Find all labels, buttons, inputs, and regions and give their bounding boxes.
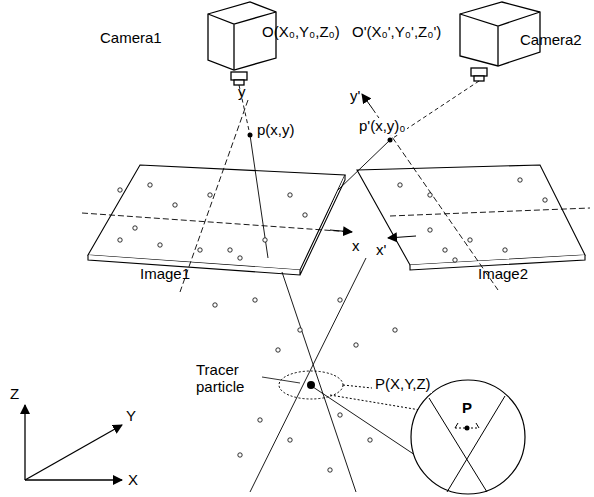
tracer-dot [303,213,307,217]
point-coordinate: p'(x,y)₀ [358,118,407,135]
tracer-dot [148,183,152,187]
tracer-dot [428,193,432,197]
camera-label: Camera1 [100,28,164,47]
particle-p [307,381,315,389]
tracer-leader [262,377,300,383]
tracer-dot [338,298,342,302]
node-label: Image2 [478,266,528,283]
axis-label: y [238,84,246,101]
tracer-dot [368,438,372,442]
tracer-dot [276,348,280,352]
tracer-dot [468,238,472,242]
tracer-dot [398,183,402,187]
x-prime-axis-arrow [388,236,416,238]
tracer-dot [503,248,507,252]
tracer-dot [208,193,212,197]
camera1-body [208,2,276,85]
tracer-dot [453,258,457,262]
tracer-dot [298,328,302,332]
zoom-ellipse [279,371,343,399]
image-point-p [248,133,253,138]
y-prime-axis-arrow [362,94,372,108]
callout-label: Tracer particle [196,362,258,395]
image-point-p-prime [388,138,393,143]
image-plane-label: Image1 [140,264,193,283]
axis-label: x [352,238,360,255]
tracer-dot [543,198,547,202]
image1-axes [82,100,352,292]
point-label: P [462,400,472,417]
axis-label: y' [350,88,360,105]
image-plane-1 [88,165,345,275]
zoom-circle: P [409,378,527,496]
tracer-dot [428,228,432,232]
tracer-dot [158,243,162,247]
tracer-dot [213,303,217,307]
tracer-dot [288,193,292,197]
node-label: Image1 [140,266,190,283]
point-coordinate: p(x,y) [256,122,296,139]
world-axes [25,405,122,480]
image-plane-label: Image2 [478,264,531,283]
axis-label: Z [10,386,19,403]
zoom-leader [343,385,372,388]
point-coordinate: O'(X₀',Y₀',Z₀') [352,24,441,41]
node-label: Camera1 [100,30,162,47]
tracer-dot [133,226,137,230]
node-label: Camera2 [520,32,582,49]
tracer-dot [228,248,232,252]
zoom-leader [330,395,420,410]
tracer-dot [118,188,122,192]
tracer-dot [238,453,242,457]
axis-label: Y [126,408,136,425]
tracer-dot [263,238,267,242]
axis-label: x' [376,242,386,259]
point-coordinate: O(X₀,Y₀,Z₀) [262,24,340,41]
tracer-dot [443,248,447,252]
tracer-dot [258,418,262,422]
tracer-dot [328,468,332,472]
point-coordinate: P(X,Y,Z) [374,376,432,393]
tracer-dot [118,238,122,242]
zoom-circle-outline [409,378,527,496]
image-plane-2 [357,165,585,270]
tracer-dot [288,438,292,442]
tracer-dot [518,178,522,182]
tracer-dot [198,248,202,252]
camera-label: Camera2 [520,30,584,49]
tracer-dot [338,413,342,417]
x-axis-arrow [330,230,352,232]
image2-axes [372,108,590,290]
tracer-dot [253,298,257,302]
axis-label: X [128,472,138,489]
tracer-dot [238,256,242,260]
tracer-dot [173,203,177,207]
tracer-dot [354,343,358,347]
tracer-dot [393,328,397,332]
